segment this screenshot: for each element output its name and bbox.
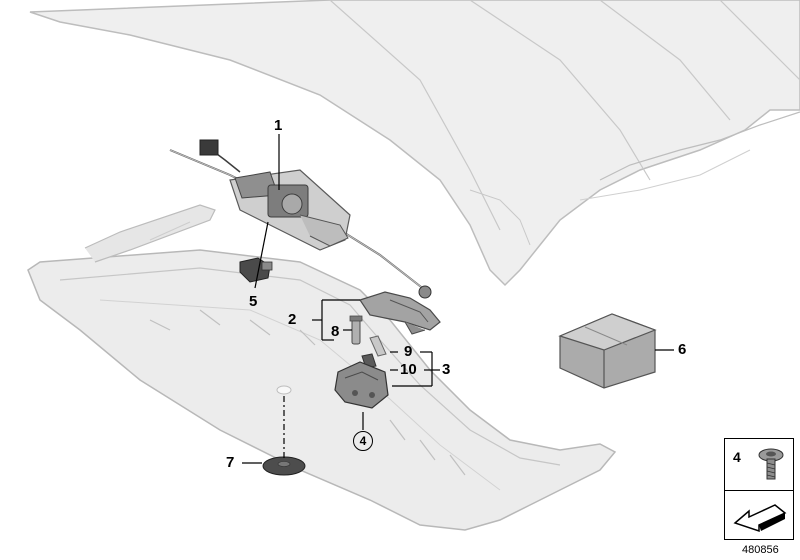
leader-lines (242, 134, 674, 464)
legend-box: 4 (724, 438, 794, 540)
callout-7: 7 (226, 454, 235, 471)
callout-10: 10 (400, 361, 417, 378)
callout-9: 9 (404, 343, 413, 360)
callout-5: 5 (249, 293, 258, 310)
latch-base (334, 361, 389, 409)
callout-1: 1 (274, 117, 283, 134)
small-bracket (239, 257, 273, 283)
latch-hook (359, 291, 441, 335)
arrow-symbol-icon (733, 504, 787, 533)
drive-motor-unit (169, 139, 432, 299)
callout-3: 3 (442, 361, 451, 378)
grey-box (558, 313, 657, 389)
callout-8: 8 (331, 323, 340, 340)
reference-number: 480856 (742, 544, 779, 556)
screw-icon (758, 448, 784, 480)
latch-pin (349, 315, 363, 345)
shim-plates (361, 335, 387, 369)
round-pad (262, 456, 306, 476)
legend-screw-number: 4 (733, 449, 741, 465)
legend-divider (725, 490, 793, 491)
callout-4-circled: 4 (353, 431, 373, 451)
roof-panel (29, 0, 800, 287)
callout-6: 6 (678, 341, 687, 358)
callout-2: 2 (288, 311, 297, 328)
